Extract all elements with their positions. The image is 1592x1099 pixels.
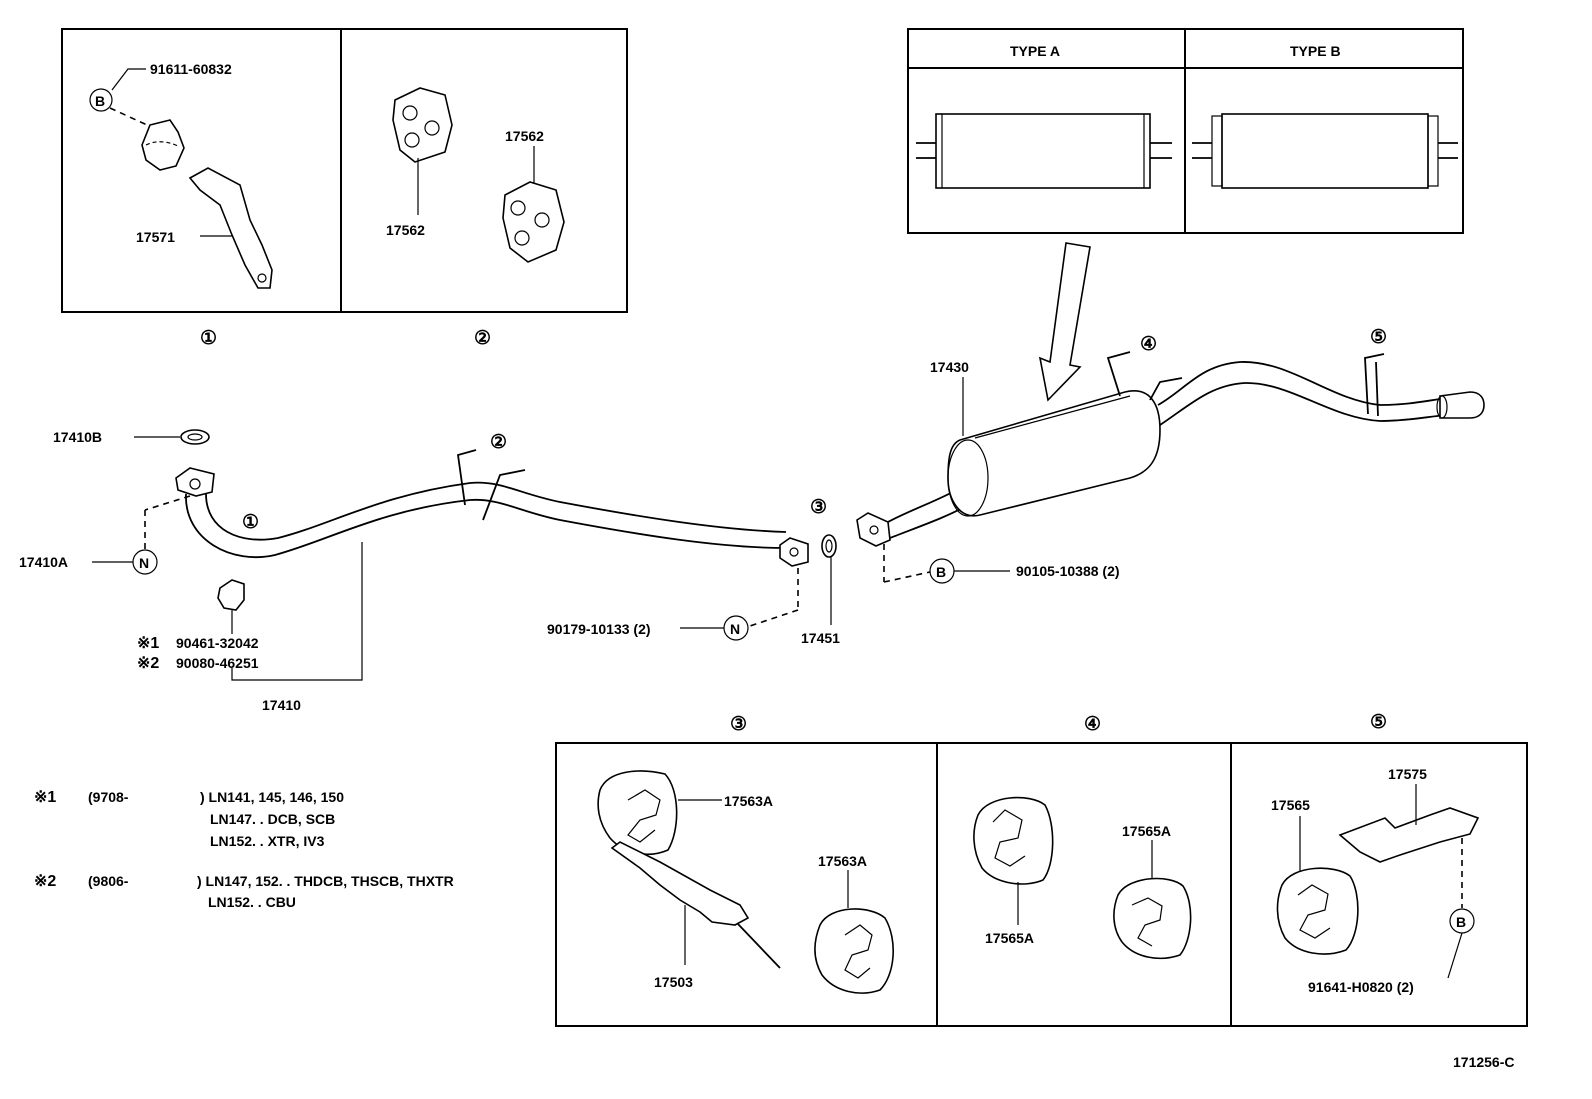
- flange-part-number: 17410A: [19, 554, 68, 570]
- hanger-part-number-5: 17565: [1271, 797, 1310, 813]
- gasket-callout: ③ 17451: [801, 497, 840, 646]
- note1-line2: LN147. . DCB, SCB: [210, 811, 335, 827]
- hanger-part-number-bottom: 17562: [386, 222, 425, 238]
- exhaust-bracket-icon: [188, 167, 273, 289]
- ring-gasket-icon: [821, 534, 837, 558]
- bolt-marker-b-5: B: [1456, 914, 1466, 930]
- clamp-clip-icon: [141, 119, 185, 171]
- applicability-notes: ※1 (9708- ) LN141, 145, 146, 150 LN147. …: [34, 789, 454, 910]
- bracket-part-number-3: 17503: [654, 974, 693, 990]
- panel-number-4: ④: [1084, 714, 1101, 735]
- muffler-assembly: 17430 ④ ⑤ B 90105-10388 (2): [856, 327, 1485, 584]
- front-exhaust-pipe: 17410B N 17410A ① ② ※1 90461-32042 ※2 90…: [19, 429, 809, 713]
- bolt-part-number-mid: 90105-10388 (2): [1016, 563, 1120, 579]
- detail-panel-2: 17562 17562: [386, 87, 565, 263]
- callout-1: ①: [242, 512, 259, 533]
- exhaust-bracket-icon: [1338, 807, 1480, 863]
- bolt-part-number-5: 91641-H0820 (2): [1308, 979, 1414, 995]
- nut-callout: N 90179-10133 (2): [547, 568, 799, 641]
- bracket-part-number: 17571: [136, 229, 175, 245]
- hanger-part-number-4-right: 17565A: [1122, 823, 1171, 839]
- type-pointer-arrow-icon: [1038, 242, 1091, 402]
- note2-code: (9806-: [88, 873, 129, 889]
- panel-number-2: ②: [474, 328, 491, 349]
- gasket-part-number: 17410B: [53, 429, 102, 445]
- rubber-hanger-icon: [1113, 877, 1192, 960]
- hanger-part-number-3-top: 17563A: [724, 793, 773, 809]
- callout-3: ③: [810, 497, 827, 518]
- rubber-hanger-icon: [597, 770, 678, 856]
- type-b-muffler-icon: [1192, 113, 1458, 189]
- callout-2: ②: [490, 432, 507, 453]
- note1-line3: LN152. . XTR, IV3: [210, 833, 325, 849]
- nut-part-number: 90179-10133 (2): [547, 621, 651, 637]
- nut-marker-n-left: N: [139, 555, 149, 571]
- clamp-note-2-mark: ※2: [137, 655, 159, 672]
- pipe-rear-flange-icon: [779, 537, 809, 567]
- muffler-body-icon: [947, 390, 1161, 517]
- pipe-flange-icon: [175, 467, 215, 497]
- note2-line1: ) LN147, 152. . THDCB, THSCB, THXTR: [197, 873, 454, 889]
- muffler-type-box: TYPE A TYPE B: [907, 28, 1464, 234]
- detail-panel-5: 17565 17575 B 91641-H0820 (2): [1271, 766, 1480, 995]
- type-a-muffler-icon: [916, 113, 1172, 189]
- type-a-header: TYPE A: [1010, 43, 1060, 59]
- hanger-part-number-top: 17562: [505, 128, 544, 144]
- bracket-part-number-5: 17575: [1388, 766, 1427, 782]
- panel-number-5: ⑤: [1370, 712, 1387, 733]
- note1-line1: ) LN141, 145, 146, 150: [200, 789, 344, 805]
- detail-panel-1: 91611-60832 B 17571: [89, 61, 273, 289]
- note1-code: (9708-: [88, 789, 129, 805]
- callout-5: ⑤: [1370, 327, 1387, 348]
- clamp-note-1-mark: ※1: [137, 635, 159, 652]
- panel-number-1: ①: [200, 328, 217, 349]
- detail-box-3-5: [555, 742, 1528, 1027]
- rubber-hanger-icon: [814, 908, 894, 994]
- nut-marker-n-mid: N: [730, 621, 740, 637]
- muffler-part-number: 17430: [930, 359, 969, 375]
- clamp-note-2-part: 90080-46251: [176, 655, 259, 671]
- bolt-part-number: 91611-60832: [150, 61, 232, 77]
- panel-number-3: ③: [730, 714, 747, 735]
- note1-mark: ※1: [34, 789, 56, 806]
- muffler-inlet-flange-icon: [856, 512, 891, 547]
- front-pipe-part-number: 17410: [262, 697, 301, 713]
- hanger-part-number-4-left: 17565A: [985, 930, 1034, 946]
- clamp-note-1-part: 90461-32042: [176, 635, 259, 651]
- detail-panel-4: 17565A 17565A: [973, 796, 1192, 960]
- detail-box-1-2: [61, 28, 628, 313]
- bolt-marker-b: B: [95, 93, 105, 109]
- hanger-part-number-3-right: 17563A: [818, 853, 867, 869]
- detail-panel-3: 17563A 17503 17563A: [597, 770, 894, 994]
- figure-code: 171256-C: [1453, 1054, 1515, 1070]
- gasket-part-number-mid: 17451: [801, 630, 840, 646]
- bolt-marker-b-mid: B: [936, 564, 946, 580]
- callout-4: ④: [1140, 334, 1157, 355]
- rubber-hanger-icon: [392, 87, 453, 163]
- pipe-clamp-icon: [217, 579, 245, 611]
- note2-line2: LN152. . CBU: [208, 894, 296, 910]
- note2-mark: ※2: [34, 873, 56, 890]
- exhaust-bracket-icon: [610, 841, 750, 926]
- rubber-hanger-icon: [1276, 867, 1359, 955]
- tail-pipe-tip-icon: [1439, 391, 1485, 419]
- rubber-hanger-icon: [502, 181, 565, 263]
- rubber-hanger-icon: [973, 796, 1054, 885]
- bolt-marker-b-circle: [89, 88, 113, 112]
- type-b-header: TYPE B: [1290, 43, 1341, 59]
- gasket-icon: [180, 429, 210, 445]
